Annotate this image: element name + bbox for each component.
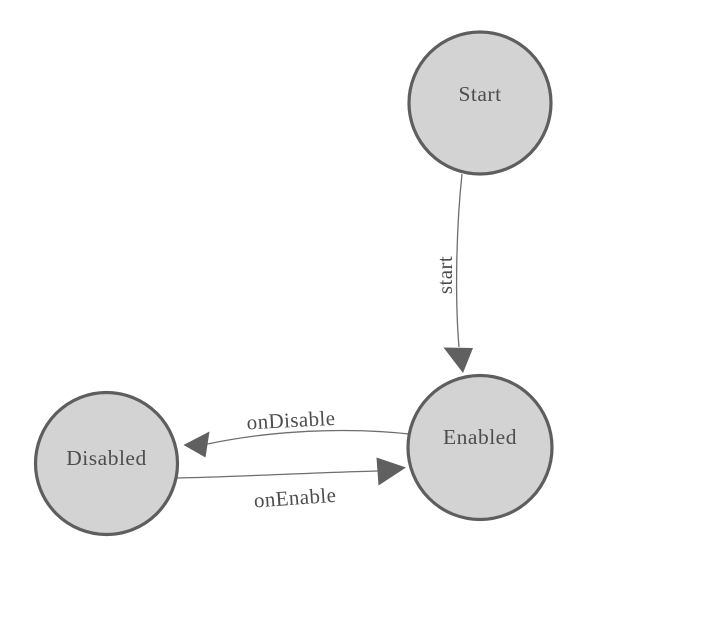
state-label: Enabled (443, 425, 517, 449)
state-circle (33, 390, 180, 537)
transition-start-to-enabled[interactable]: start (433, 173, 473, 373)
state-node-enabled[interactable]: Enabled (406, 373, 554, 522)
arrowhead-icon (376, 457, 406, 486)
transition-enabled-to-disabled[interactable]: onDisable (183, 406, 410, 458)
transition-disabled-to-enabled[interactable]: onEnable (175, 457, 406, 513)
arrowhead-icon (183, 431, 210, 458)
edge-label-onenable: onEnable (253, 483, 337, 513)
state-label: Start (458, 82, 501, 106)
transition-line (175, 470, 378, 479)
state-node-start[interactable]: Start (407, 30, 553, 176)
transition-line (455, 173, 463, 348)
arrowhead-icon (443, 347, 473, 373)
state-label: Disabled (66, 446, 146, 470)
state-circle (407, 30, 553, 176)
state-node-disabled[interactable]: Disabled (33, 390, 180, 537)
state-circle (406, 373, 554, 522)
edge-label-start: start (433, 256, 457, 294)
edge-label-ondisable: onDisable (246, 406, 336, 435)
transition-line (207, 429, 410, 445)
